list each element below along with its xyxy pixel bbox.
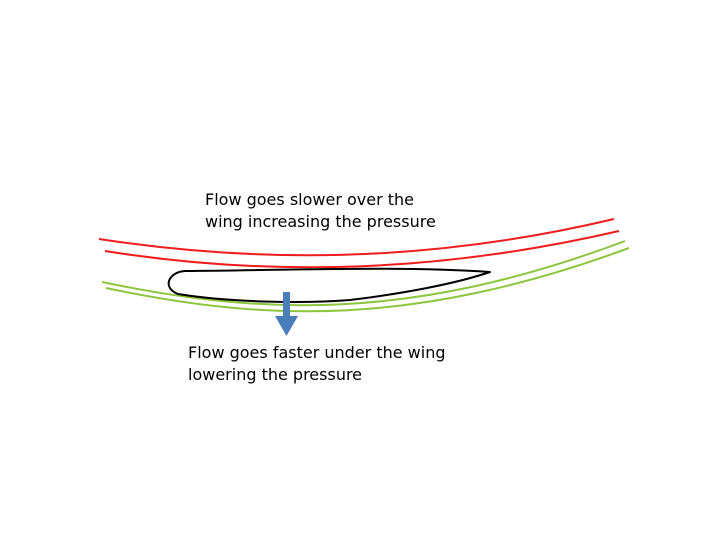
arrow-head	[275, 316, 298, 336]
caption-under-wing: Flow goes faster under the wing lowering…	[188, 342, 446, 386]
airfoil-outline	[167, 267, 491, 303]
lower-streamline-2	[105, 247, 630, 313]
down-arrow-icon	[275, 292, 298, 336]
caption-over-wing-line2: wing increasing the pressure	[205, 212, 436, 231]
upper-streamline-1	[98, 218, 615, 257]
caption-under-wing-line2: lowering the pressure	[188, 365, 363, 384]
caption-over-wing-line1: Flow goes slower over the	[205, 190, 415, 209]
upper-streamline-2	[104, 230, 620, 269]
caption-over-wing: Flow goes slower over the wing increasin…	[205, 189, 436, 233]
caption-under-wing-line1: Flow goes faster under the wing	[188, 343, 446, 362]
arrow-shaft	[283, 292, 290, 317]
lower-streamline-1	[101, 240, 626, 307]
